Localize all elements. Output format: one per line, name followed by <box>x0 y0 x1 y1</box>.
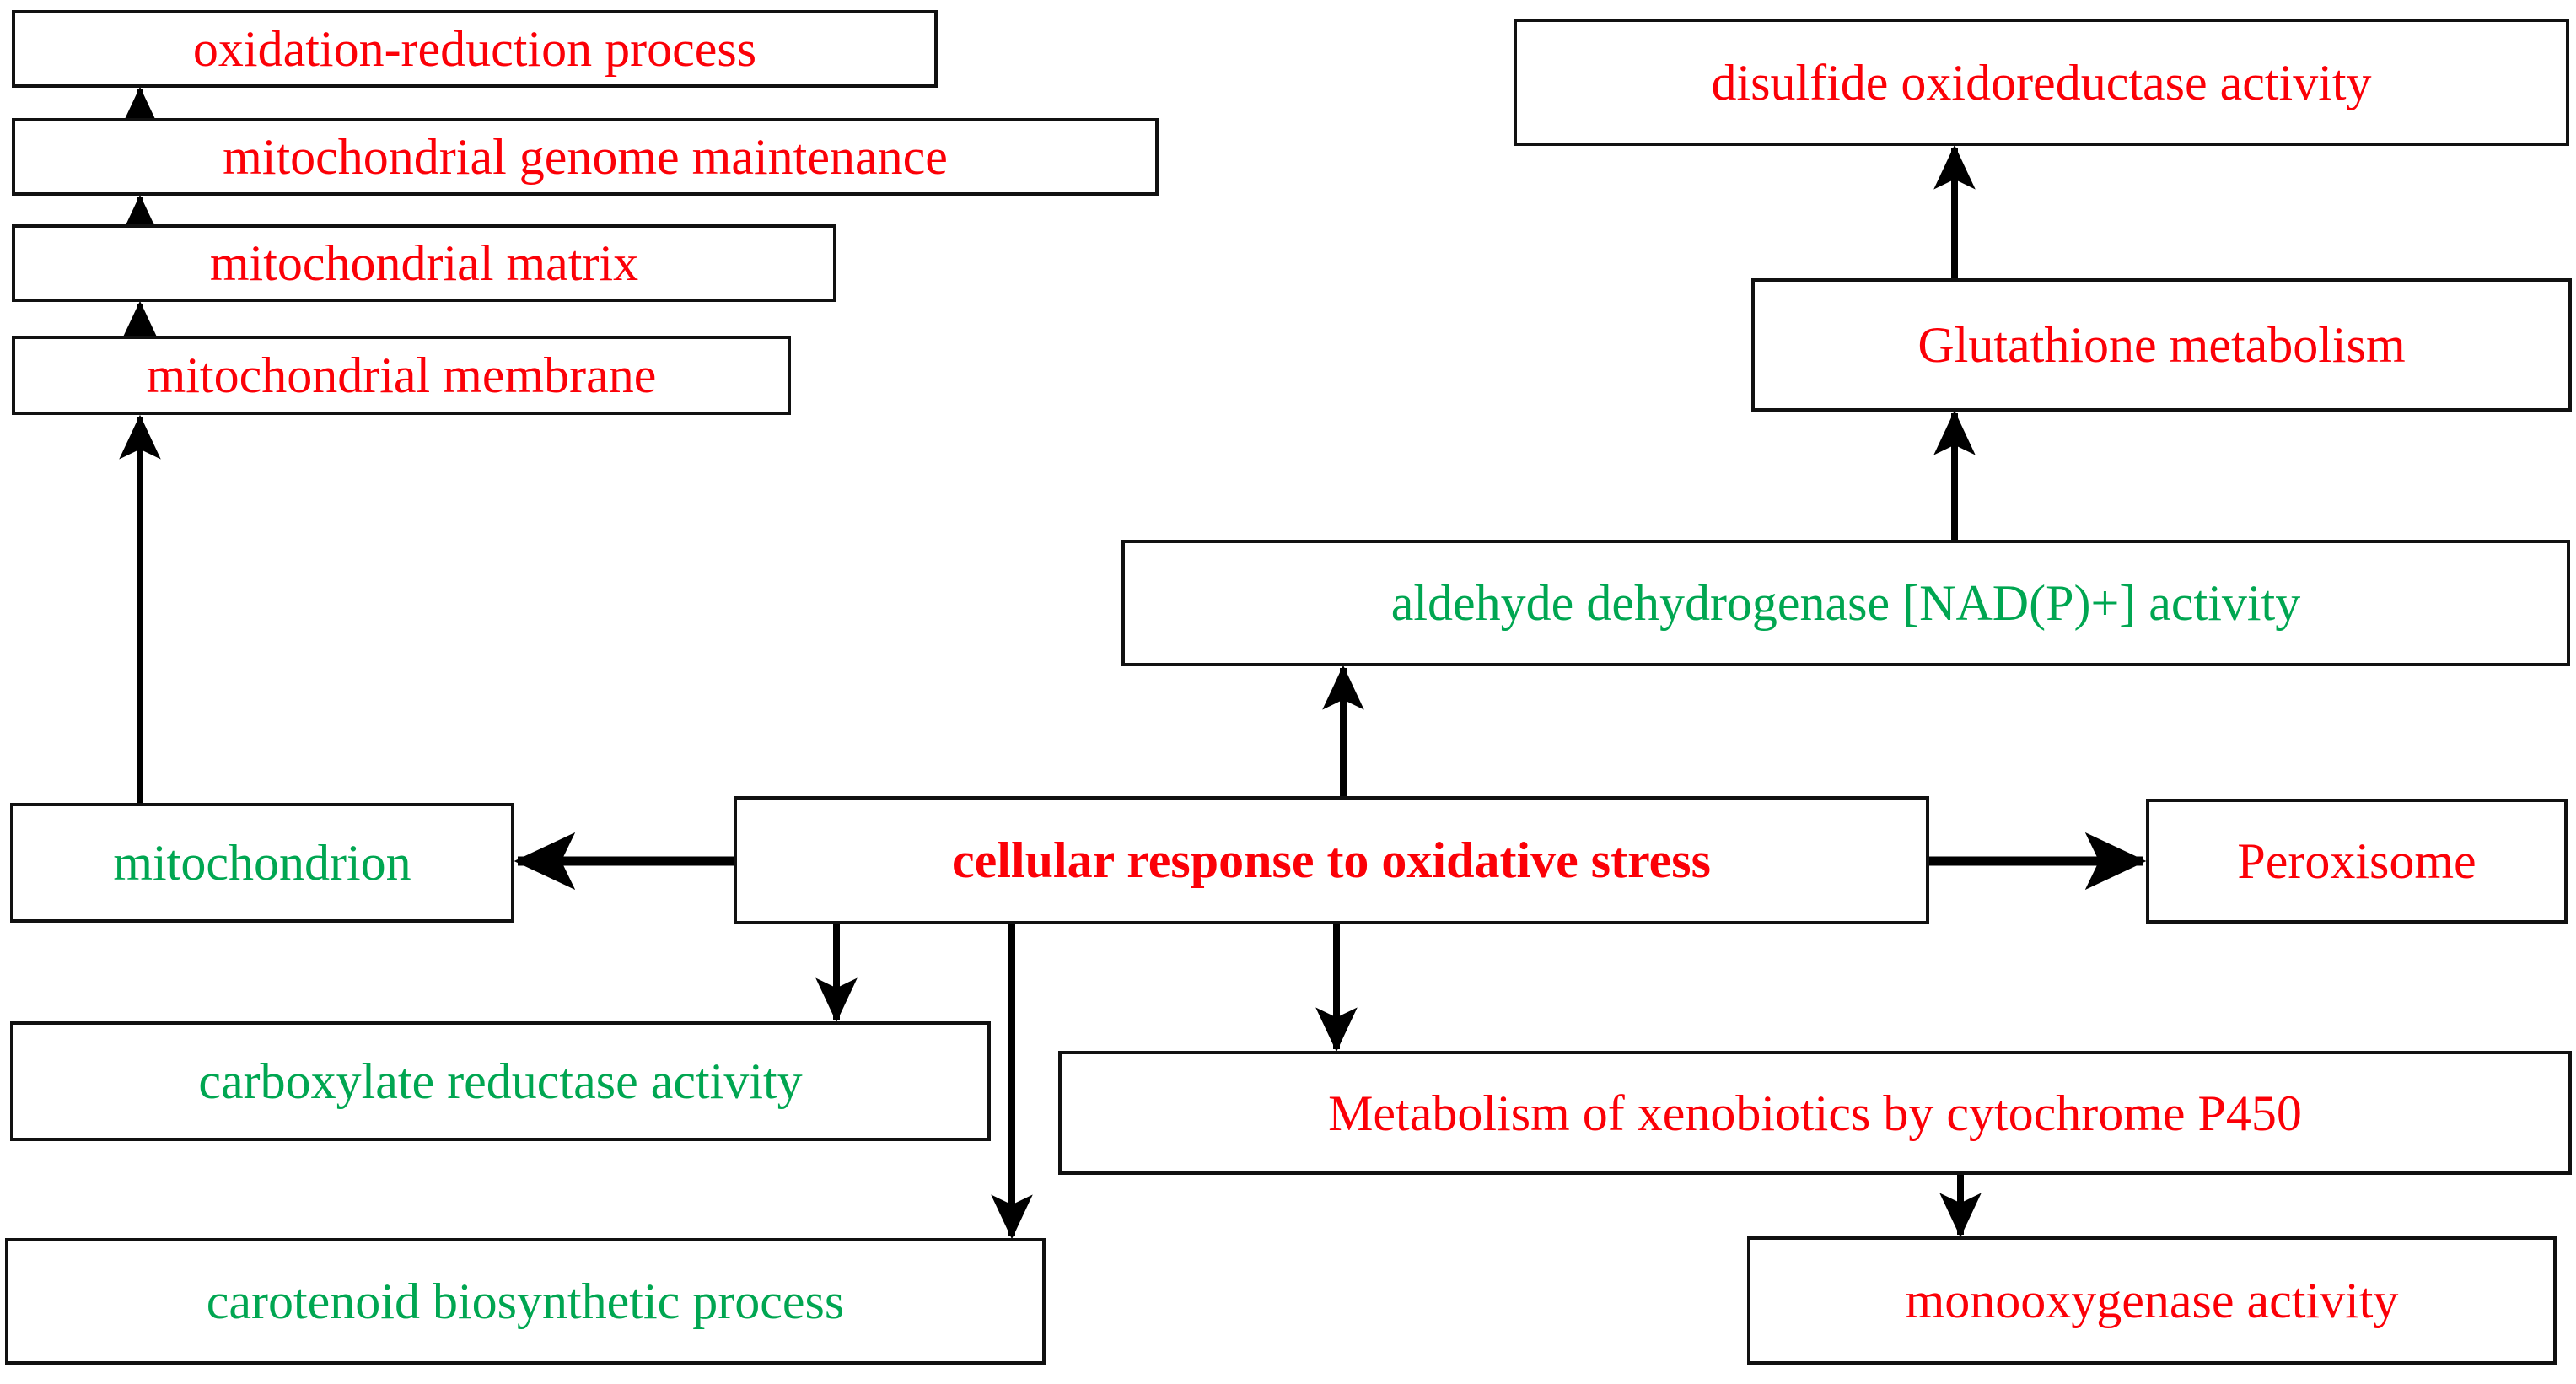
node-label: mitochondrion <box>113 835 411 891</box>
node-monooxygenase-activity[interactable]: monooxygenase activity <box>1747 1236 2557 1365</box>
node-aldehyde-dehydrogenase-nadp-activity[interactable]: aldehyde dehydrogenase [NAD(P)+] activit… <box>1121 540 2570 666</box>
node-label: mitochondrial membrane <box>146 347 657 403</box>
node-carboxylate-reductase-activity[interactable]: carboxylate reductase activity <box>10 1021 991 1141</box>
node-label: Peroxisome <box>2237 833 2477 889</box>
node-label: mitochondrial matrix <box>209 235 639 291</box>
node-disulfide-oxidoreductase-activity[interactable]: disulfide oxidoreductase activity <box>1514 19 2569 146</box>
node-mitochondrial-genome-maintenance[interactable]: mitochondrial genome maintenance <box>12 118 1159 196</box>
node-mitochondrion[interactable]: mitochondrion <box>10 803 514 923</box>
node-label: Metabolism of xenobiotics by cytochrome … <box>1328 1085 2302 1141</box>
node-label: monooxygenase activity <box>1905 1273 2399 1328</box>
node-label: mitochondrial genome maintenance <box>223 129 948 185</box>
node-peroxisome[interactable]: Peroxisome <box>2146 799 2568 924</box>
node-mitochondrial-membrane[interactable]: mitochondrial membrane <box>12 336 791 415</box>
node-label: Glutathione metabolism <box>1917 317 2406 373</box>
node-label: disulfide oxidoreductase activity <box>1711 54 2372 110</box>
node-label: carotenoid biosynthetic process <box>206 1274 845 1329</box>
node-glutathione-metabolism[interactable]: Glutathione metabolism <box>1751 278 2572 412</box>
node-label: aldehyde dehydrogenase [NAD(P)+] activit… <box>1390 575 2301 631</box>
node-label: carboxylate reductase activity <box>198 1053 803 1109</box>
node-oxidation-reduction-process[interactable]: oxidation-reduction process <box>12 10 938 88</box>
node-metabolism-of-xenobiotics-by-cytochrome-p450[interactable]: Metabolism of xenobiotics by cytochrome … <box>1058 1051 2572 1175</box>
node-label: cellular response to oxidative stress <box>952 832 1711 888</box>
node-mitochondrial-matrix[interactable]: mitochondrial matrix <box>12 224 836 302</box>
node-carotenoid-biosynthetic-process[interactable]: carotenoid biosynthetic process <box>5 1238 1046 1365</box>
node-label: oxidation-reduction process <box>192 21 757 77</box>
node-cellular-response-to-oxidative-stress[interactable]: cellular response to oxidative stress <box>734 796 1929 924</box>
